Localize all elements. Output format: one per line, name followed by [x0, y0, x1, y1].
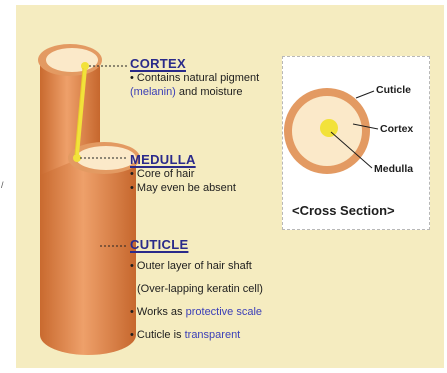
cross-section-medulla-label: Medulla [374, 163, 413, 175]
cuticle-line-1: • Outer layer of hair shaft [130, 260, 252, 274]
cuticle-line-3: • Works as protective scale [130, 306, 262, 320]
cuticle-outer-shaft [40, 160, 136, 355]
cuticle-line-4: • Cuticle is transparent [130, 329, 240, 343]
cross-section-title: <Cross Section> [292, 203, 395, 218]
cuticle-line-3-pre: • Works as [130, 306, 186, 318]
cuticle-line-4-pre: • Cuticle is [130, 329, 185, 341]
medulla-line-2: • May even be absent [130, 182, 236, 196]
medulla-line-1: • Core of hair [130, 168, 194, 182]
cuticle-title: CUTICLE [130, 237, 188, 253]
cortex-line-2-rest: and moisture [176, 86, 243, 98]
cortex-title: CORTEX [130, 56, 186, 72]
top-cut-inner [46, 48, 98, 72]
medulla-title: MEDULLA [130, 152, 196, 168]
cross-section-cuticle-label: Cuticle [376, 84, 411, 96]
transparent-highlight: transparent [185, 329, 241, 341]
cuticle-line-2: (Over-lapping keratin cell) [137, 283, 263, 297]
cortex-line-1: • Contains natural pigment [130, 72, 259, 86]
cross-section-cortex-label: Cortex [380, 123, 413, 135]
melanin-highlight: (melanin) [130, 86, 176, 98]
medulla-core-middle [73, 154, 81, 162]
cortex-line-2: (melanin) and moisture [130, 86, 243, 100]
protective-scale-highlight: protective scale [186, 306, 262, 318]
